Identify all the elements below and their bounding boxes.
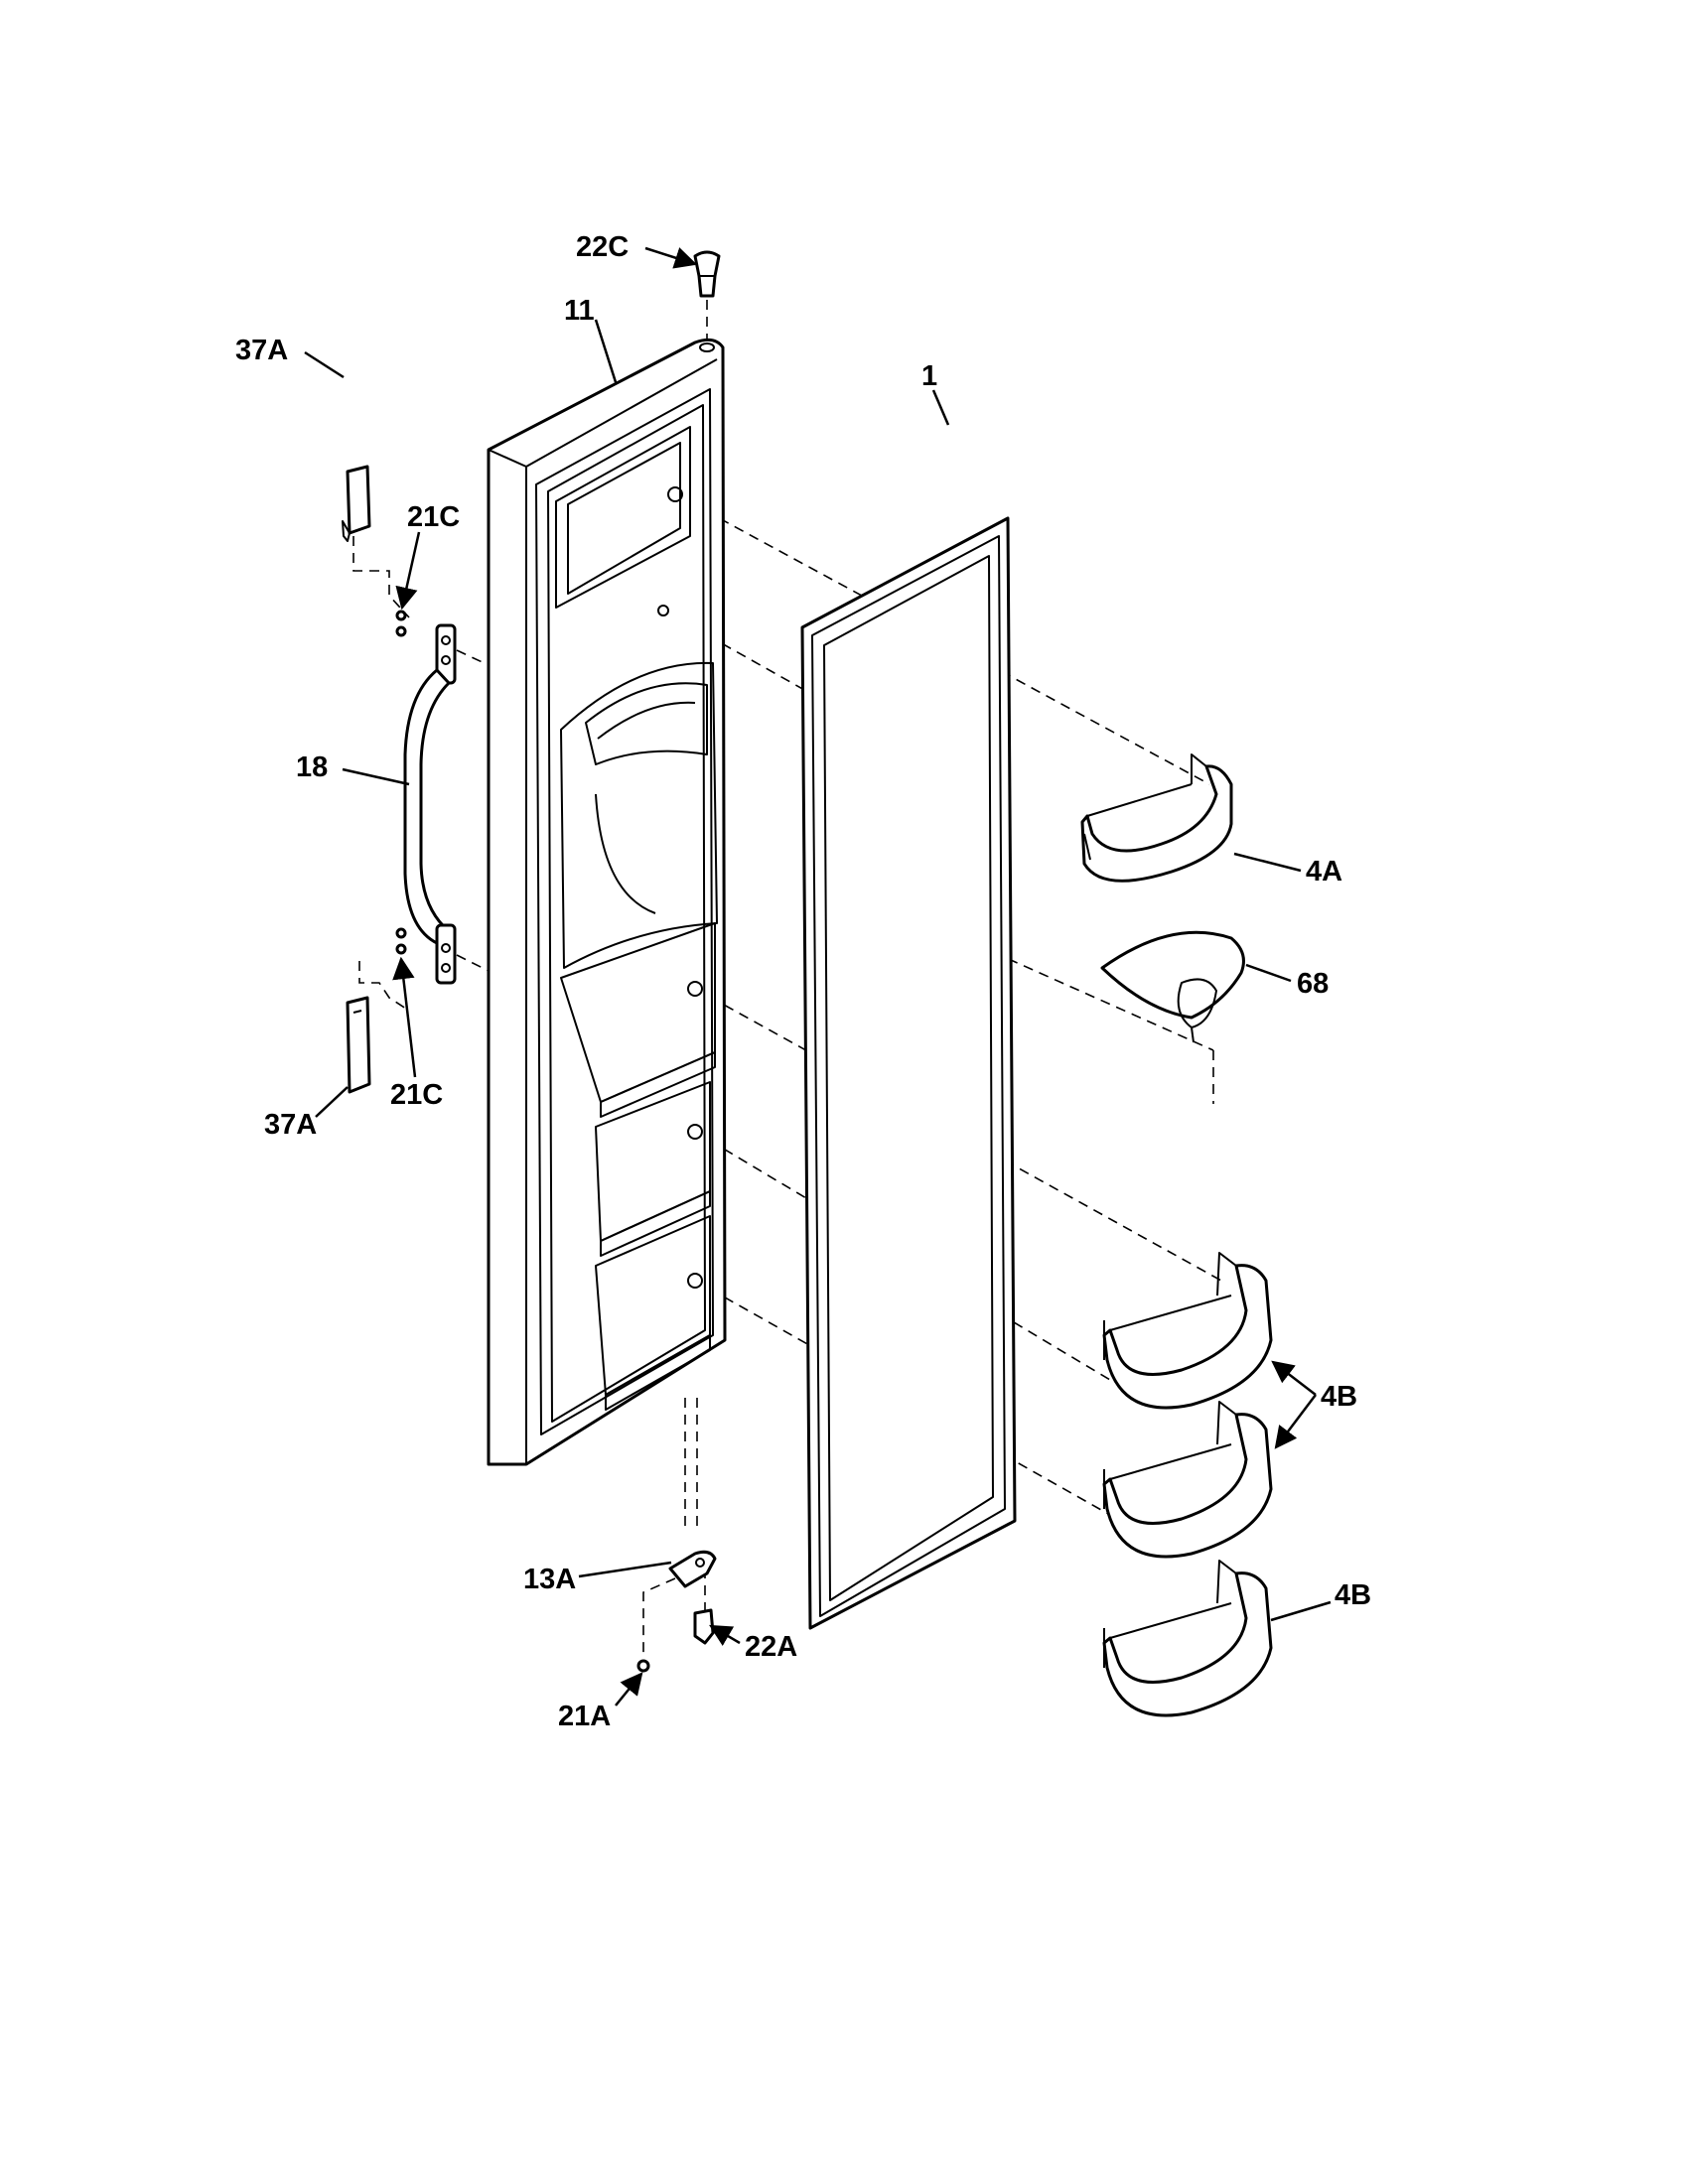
label-part-13a: 13A <box>523 1564 576 1595</box>
door-handle <box>403 623 457 985</box>
label-part-18: 18 <box>296 751 328 783</box>
assembly-guide-lines <box>352 300 1222 1658</box>
door-bin-4b-1 <box>1102 1252 1273 1410</box>
door-bin-4a <box>1080 753 1233 883</box>
door-bin-4b-2 <box>1102 1401 1273 1559</box>
door-bin-4b-3 <box>1102 1560 1273 1717</box>
handle-end-cap-bottom <box>346 996 371 1094</box>
label-part-1: 1 <box>921 360 937 392</box>
handle-end-cap-top <box>342 465 371 542</box>
label-part-21c-bottom: 21C <box>390 1079 443 1111</box>
label-part-4b-single: 4B <box>1335 1579 1371 1611</box>
hinge-pin-top <box>693 250 721 298</box>
label-part-37a-bottom: 37A <box>264 1109 317 1141</box>
handle-screws <box>395 610 407 955</box>
label-part-37a-top: 37A <box>235 335 288 366</box>
lower-hinge-bracket <box>668 1550 717 1588</box>
door-assembly <box>487 338 727 1466</box>
label-part-68: 68 <box>1297 968 1329 1000</box>
label-part-11: 11 <box>564 295 595 327</box>
hinge-screw <box>636 1659 650 1673</box>
label-part-4a: 4A <box>1306 856 1342 887</box>
leader-lines <box>304 246 1332 1706</box>
label-part-21a: 21A <box>558 1701 611 1732</box>
label-part-22c: 22C <box>576 231 629 263</box>
label-part-22a: 22A <box>745 1631 797 1663</box>
label-part-21c-top: 21C <box>407 501 460 533</box>
hinge-pin-bottom <box>693 1608 715 1645</box>
ice-chute-funnel <box>1100 930 1245 1043</box>
label-part-4b-pair: 4B <box>1321 1381 1357 1413</box>
door-gasket <box>800 516 1017 1630</box>
